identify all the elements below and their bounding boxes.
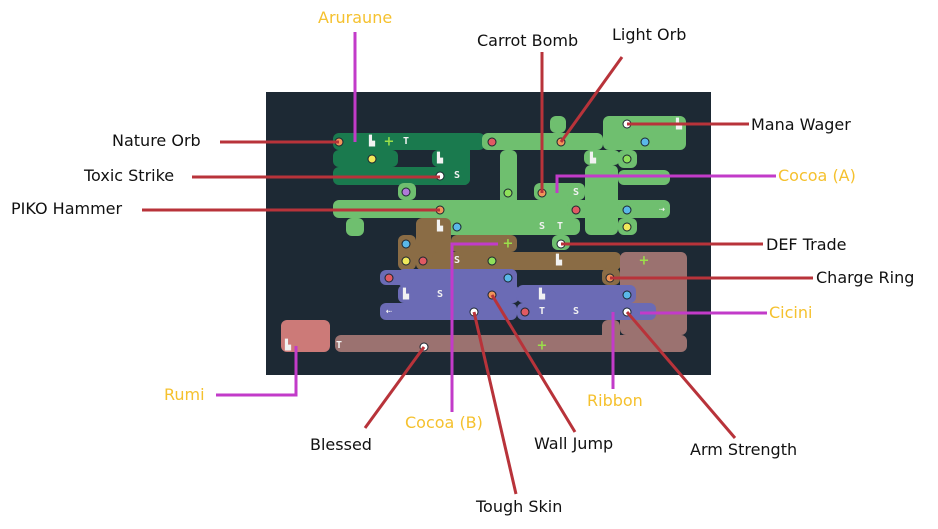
orange-marker-icon (487, 290, 497, 300)
label-cocoa-a: Cocoa (A) (778, 166, 856, 185)
shop-icon: S (436, 289, 444, 300)
save-point-icon: ▙ (368, 136, 376, 147)
label-cicini: Cicini (769, 303, 813, 322)
shop-icon: S (572, 187, 580, 198)
shop-icon: S (453, 255, 461, 266)
map-room (446, 168, 468, 184)
cyan-marker-icon (452, 222, 462, 232)
yellow-marker-icon (622, 222, 632, 232)
map-room (517, 285, 636, 303)
shop-icon: S (538, 221, 546, 232)
map-room (584, 150, 620, 165)
orange-marker-icon (537, 188, 547, 198)
red-marker-icon (487, 137, 497, 147)
label-nature-orb: Nature Orb (112, 131, 201, 150)
save-point-icon: ▙ (436, 153, 444, 164)
red-marker-icon (520, 307, 530, 317)
save-point-icon: ▙ (436, 221, 444, 232)
green-marker-icon (503, 188, 513, 198)
map-room (434, 218, 580, 235)
label-wall-jump: Wall Jump (534, 434, 614, 453)
cyan-marker-icon (622, 205, 632, 215)
orange-marker-icon (556, 137, 566, 147)
label-light-orb: Light Orb (612, 25, 687, 44)
map-room (380, 303, 517, 320)
label-blessed: Blessed (310, 435, 372, 454)
upgrade-icon: + (502, 236, 514, 252)
red-marker-icon (418, 256, 428, 266)
arrow-right-icon: ⇢ (658, 204, 666, 215)
teleport-icon: T (556, 221, 564, 232)
white-marker-icon (469, 307, 479, 317)
shop-icon: S (453, 170, 461, 181)
white-marker-icon (419, 342, 429, 352)
save-point-icon: ▙ (402, 289, 410, 300)
label-toxic-strike: Toxic Strike (84, 166, 175, 185)
map-room (432, 252, 621, 270)
save-point-icon: ▙ (675, 119, 683, 130)
upgrade-icon: + (383, 134, 395, 150)
arrow-left-icon: ⇠ (385, 306, 393, 317)
save-point-icon: ▙ (284, 340, 292, 351)
map-room (517, 303, 656, 320)
map-room (346, 218, 364, 236)
white-marker-icon (622, 307, 632, 317)
yellow-marker-icon (401, 256, 411, 266)
label-mana-wager: Mana Wager (751, 115, 851, 134)
upgrade-icon: + (536, 338, 548, 354)
teleport-icon: T (538, 306, 546, 317)
green-marker-icon (487, 256, 497, 266)
label-carrot-bomb: Carrot Bomb (477, 31, 579, 50)
map-room (585, 165, 618, 235)
map-room (333, 150, 398, 167)
save-point-icon: ▙ (538, 289, 546, 300)
map-room (550, 116, 566, 133)
cyan-marker-icon (622, 290, 632, 300)
label-aruraune: Aruraune (318, 8, 393, 27)
white-marker-icon (622, 119, 632, 129)
label-ribbon: Ribbon (587, 391, 643, 410)
map-room (432, 150, 470, 167)
label-charge-ring: Charge Ring (816, 268, 915, 287)
map-room (333, 133, 485, 150)
purple-marker-icon (401, 187, 411, 197)
label-def-trade: DEF Trade (766, 235, 847, 254)
shop-icon: S (572, 306, 580, 317)
green-marker-icon (622, 154, 632, 164)
label-arm-strength: Arm Strength (690, 440, 798, 459)
save-point-icon: ▙ (589, 153, 597, 164)
orange-marker-icon (605, 273, 615, 283)
cyan-marker-icon (640, 137, 650, 147)
save-point-icon: ▙ (555, 255, 563, 266)
label-piko-hammer: PIKO Hammer (11, 199, 123, 218)
white-marker-icon (556, 239, 566, 249)
red-marker-icon (571, 205, 581, 215)
red-marker-icon (384, 273, 394, 283)
orange-marker-icon (435, 205, 445, 215)
yellow-marker-icon (367, 154, 377, 164)
label-tough-skin: Tough Skin (476, 497, 563, 516)
upgrade-icon: + (638, 253, 650, 269)
label-cocoa-b: Cocoa (B) (405, 413, 483, 432)
orange-marker-icon (334, 137, 344, 147)
map-room (618, 170, 670, 185)
cyan-marker-icon (401, 239, 411, 249)
map-room (333, 200, 640, 218)
teleport-icon: T (402, 136, 410, 147)
teleport-icon: T (335, 340, 343, 351)
cyan-marker-icon (503, 273, 513, 283)
map-room (482, 133, 603, 150)
label-rumi: Rumi (164, 385, 205, 404)
map-room (618, 200, 670, 218)
map-room (335, 335, 687, 352)
white-marker-icon (435, 171, 445, 181)
